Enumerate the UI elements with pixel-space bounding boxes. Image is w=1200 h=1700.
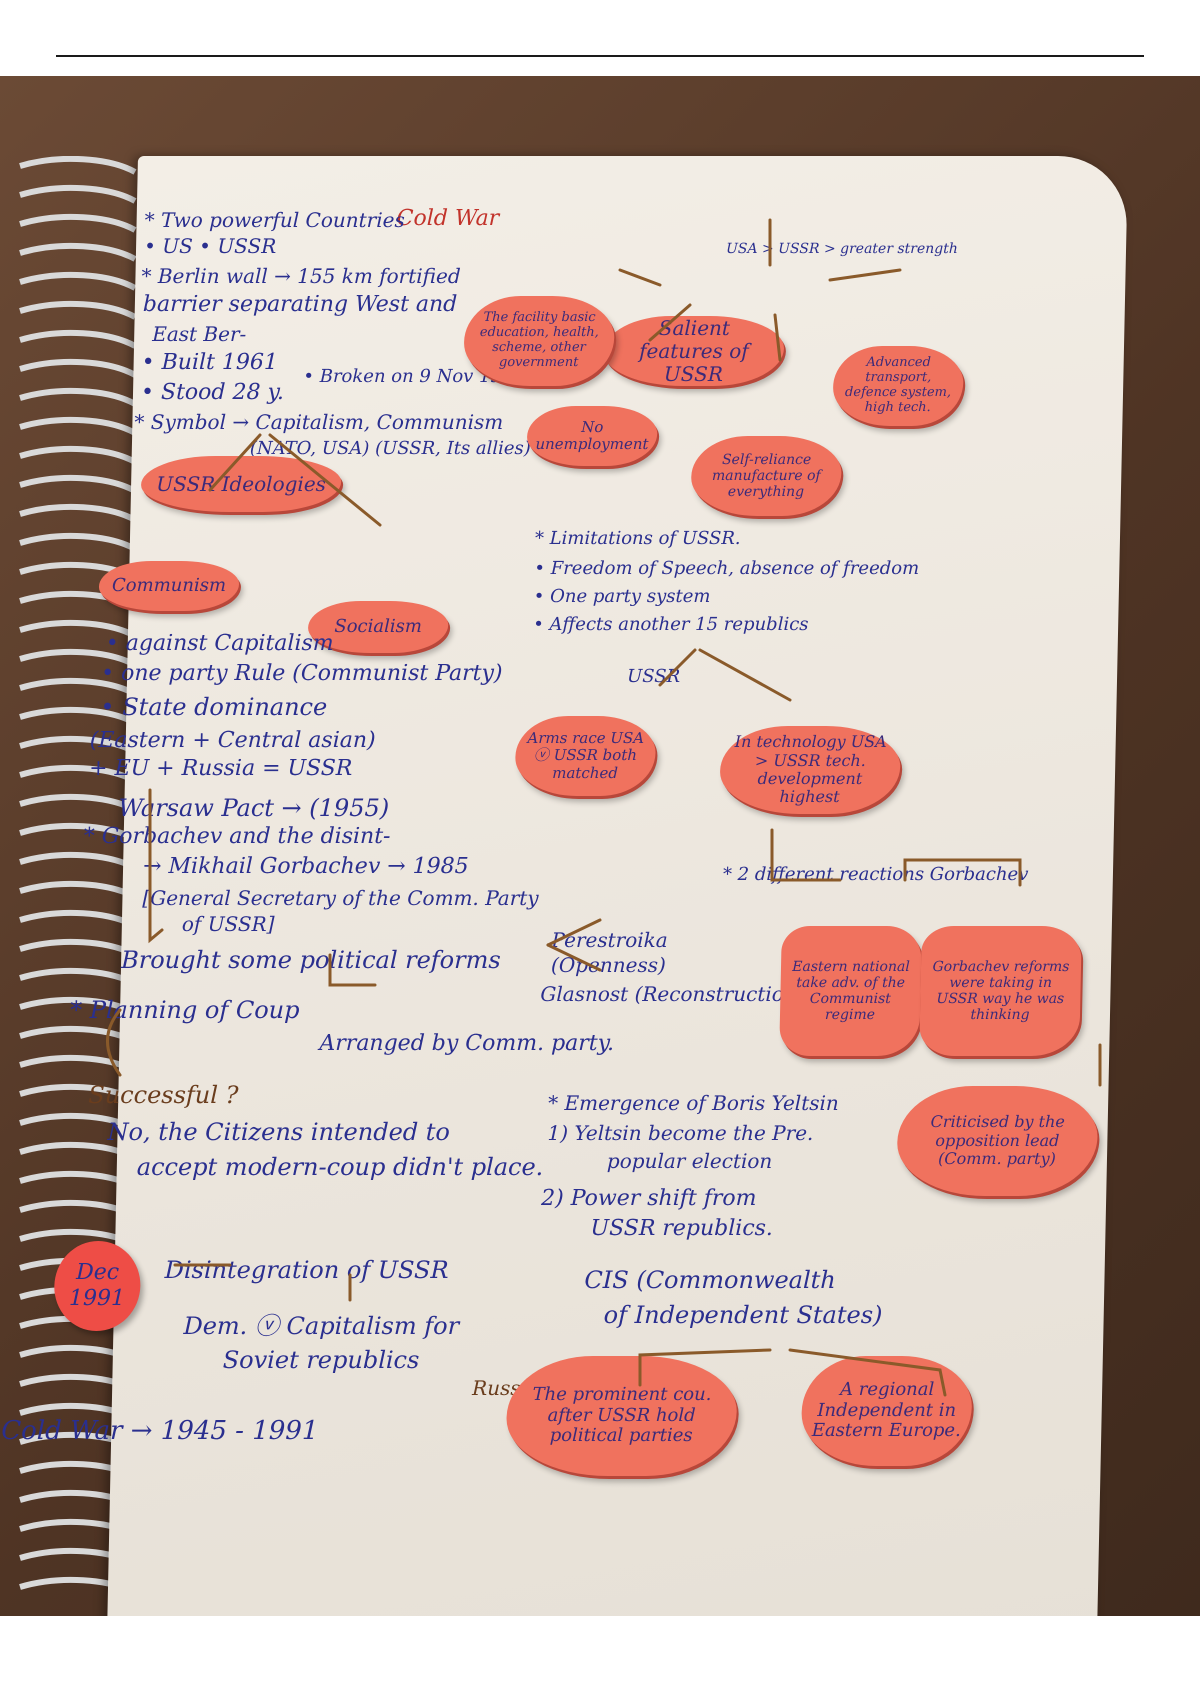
ideology-point: • State dominance (100, 693, 328, 721)
spiral-ring (19, 909, 137, 929)
spiral-ring (19, 648, 137, 668)
notebook-photo: Cold War USA > USSR > greater strength *… (0, 76, 1200, 1616)
yeltsin-line: popular election (606, 1149, 773, 1173)
arms-race-cloud: Arms race USA ⓥ USSR both matched (514, 716, 657, 796)
spiral-ring (19, 474, 137, 494)
note-line: • US • USSR (143, 234, 277, 258)
feature-cloud-transport: Advanced transport, defence system, high… (832, 346, 965, 426)
spiral-ring (19, 967, 137, 987)
yeltsin-line: 1) Yeltsin become the Pre. (547, 1121, 814, 1145)
coup-line: accept modern-coup didn't place. (136, 1153, 544, 1181)
spiral-ring (19, 619, 137, 639)
spiral-ring (19, 329, 137, 349)
limitation-item: • Affects another 15 republics (532, 614, 809, 635)
gorbachev-line: of USSR] (181, 912, 275, 936)
ideology-point: (Eastern + Central asian) (89, 728, 376, 753)
spiral-ring (19, 851, 137, 871)
note-line: * Symbol → Capitalism, Communism (134, 410, 504, 434)
cold-war-years: Cold War → 1945 - 1991 (0, 1416, 319, 1446)
note-line: East Ber- (152, 322, 247, 346)
spiral-ring (19, 503, 137, 523)
regional-cloud: A regional Independent in Eastern Europe… (800, 1356, 973, 1466)
yeltsin-line: USSR republics. (590, 1216, 774, 1241)
spiral-ring (19, 938, 137, 958)
communism-cloud: Communism (98, 561, 240, 611)
yeltsin-line: * Emergence of Boris Yeltsin (547, 1091, 840, 1115)
reaction-cloud-criticised: Criticised by the opposition lead (Comm.… (896, 1086, 1099, 1196)
dec-line: Dem. ⓥ Capitalism for (183, 1312, 460, 1340)
dec-line: Soviet republics (222, 1346, 420, 1374)
feature-cloud-welfare: The facility basic education, health, sc… (463, 296, 616, 386)
notebook-page: Cold War USA > USSR > greater strength *… (1, 156, 1129, 1616)
reform-glasnost: Glasnost (Reconstruction) (540, 982, 805, 1006)
note-line: * Two powerful Countries (144, 208, 406, 232)
limitations-title: * Limitations of USSR. (534, 528, 741, 549)
spiral-ring (19, 242, 137, 262)
spiral-ring (19, 416, 137, 436)
spiral-ring (19, 271, 137, 291)
cis-line: CIS (Commonwealth (584, 1266, 837, 1294)
coup-line: No, the Citizens intended to (107, 1118, 451, 1146)
gorbachev-line: Brought some political reforms (120, 946, 502, 974)
spiral-ring (19, 213, 137, 233)
limitation-item: • Freedom of Speech, absence of freedom (534, 558, 920, 579)
spiral-ring (19, 300, 137, 320)
coup-line: Successful ? (88, 1081, 239, 1109)
spiral-ring (19, 532, 137, 552)
spiral-ring (19, 156, 137, 175)
reform-openness: (Openness) (550, 953, 667, 977)
top-note: USA > USSR > greater strength (725, 241, 959, 257)
dec-1991-badge: Dec 1991 (53, 1241, 142, 1331)
technology-cloud: In technology USA > USSR tech. developme… (719, 726, 902, 814)
note-line: * Berlin wall → 155 km fortified (141, 264, 461, 288)
gorbachev-line: → Mikhail Gorbachev → 1985 (142, 854, 469, 879)
yeltsin-line: 2) Power shift from (540, 1186, 757, 1211)
note-line: • Stood 28 y. (140, 380, 285, 405)
feature-cloud-employment: No unemployment (526, 406, 658, 466)
russia-cloud: The prominent cou. after USSR hold polit… (505, 1356, 738, 1476)
note-line: (NATO, USA) (USSR, Its allies) (249, 438, 532, 459)
spiral-ring (19, 1054, 137, 1074)
coup-line: Arranged by Comm. party. (319, 1031, 615, 1056)
coup-line: * Planning of Coup (69, 996, 300, 1024)
spiral-ring (19, 387, 137, 407)
ideology-point: + EU + Russia = USSR (88, 756, 353, 781)
ussr-ideologies-cloud: USSR Ideologies (140, 456, 342, 512)
spiral-ring (19, 1025, 137, 1045)
note-line: • Built 1961 (141, 350, 279, 375)
ideology-point: • against Capitalism (105, 631, 334, 656)
salient-features-cloud: Salient features of USSR (603, 316, 785, 386)
spiral-ring (19, 184, 137, 204)
note-line: barrier separating West and (142, 292, 458, 317)
page-title: Cold War (396, 206, 500, 231)
cis-line: of Independent States) (603, 1301, 883, 1329)
spiral-ring (19, 445, 137, 465)
ideology-point: Warsaw Pact → (1955) (118, 794, 390, 822)
feature-cloud-self-reliance: Self-reliance manufacture of everything (690, 436, 843, 516)
ideology-point: • one party Rule (Communist Party) (100, 661, 503, 686)
top-rule (56, 55, 1144, 57)
dec-line: Disintegration of USSR (164, 1256, 449, 1284)
reactions-title: * 2 different reactions Gorbachev (722, 864, 1029, 885)
gorbachev-line: [General Secretary of the Comm. Party (142, 886, 539, 910)
gorbachev-line: * Gorbachev and the disint- (83, 824, 391, 849)
limitation-item: • One party system (533, 586, 711, 607)
reform-perestroika: Perestroika (551, 928, 668, 952)
spiral-ring (19, 358, 137, 378)
reaction-cloud-eastern: Eastern national take adv. of the Commun… (779, 926, 922, 1056)
ussr-root-label: USSR (626, 666, 681, 687)
reaction-cloud-reforms: Gorbachev reforms were taking in USSR wa… (919, 926, 1082, 1056)
spiral-ring (19, 880, 137, 900)
